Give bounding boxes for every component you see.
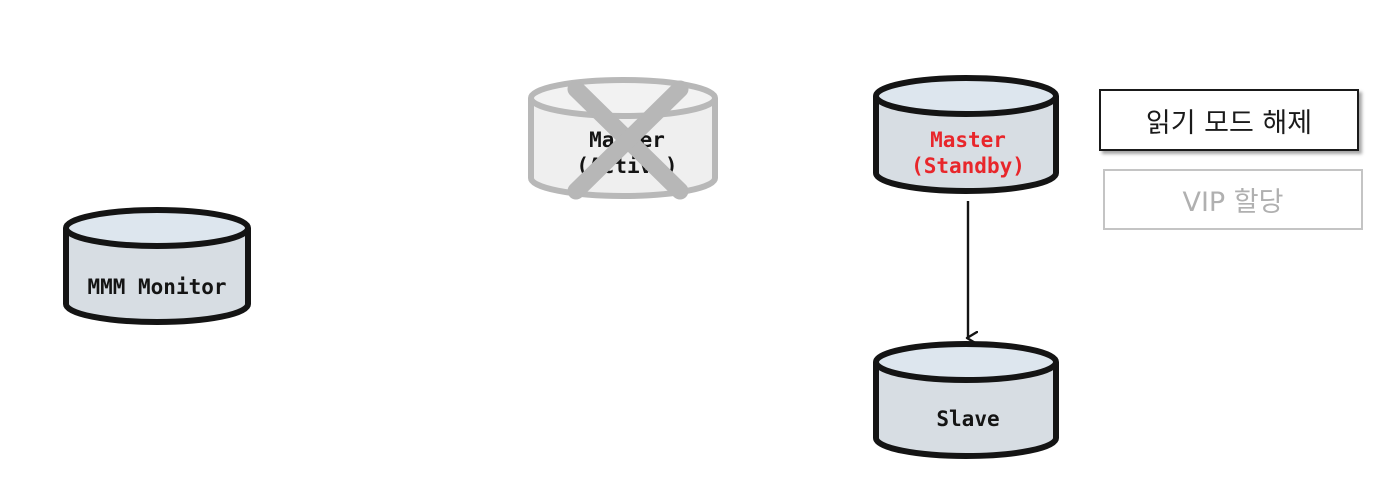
standby-master-label-line1: Master	[930, 128, 1006, 152]
mmm-monitor-db: MMM Monitor	[63, 207, 251, 325]
readonly-release-label: 읽기 모드 해제	[1145, 107, 1313, 139]
vip-assign-label: VIP 할당	[1182, 187, 1284, 218]
slave-label: Slave	[936, 407, 999, 431]
standby-master-label-line2: (Standby)	[911, 154, 1025, 178]
slave-db: Slave	[873, 341, 1059, 459]
old-master-db: Master (Active)	[528, 77, 718, 200]
failure-cross-icon	[567, 80, 689, 200]
mmm-monitor-label: MMM Monitor	[87, 275, 226, 299]
standby-master-db: Master (Standby)	[873, 75, 1059, 194]
vip-assign-box: VIP 할당	[1103, 169, 1363, 230]
readonly-release-box: 읽기 모드 해제	[1099, 89, 1359, 151]
